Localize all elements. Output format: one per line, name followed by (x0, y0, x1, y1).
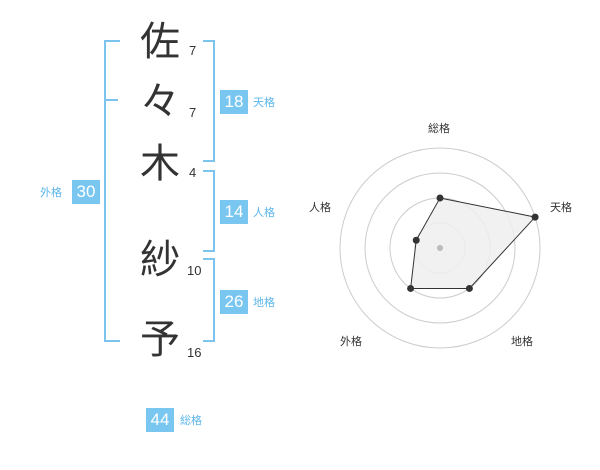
stroke-count-3: 4 (189, 165, 197, 180)
radar-label-tenkaku: 天格 (550, 201, 572, 214)
radar-points (407, 194, 539, 292)
jinkaku-label: 人格 (253, 206, 275, 219)
radar-point-1 (436, 194, 444, 202)
stroke-count-2: 7 (189, 105, 197, 120)
chikaku-score: 26 (220, 290, 248, 314)
radar-point-3 (465, 284, 473, 292)
radar-label-gaikaku: 外格 (340, 335, 362, 348)
radar-ring (339, 147, 541, 349)
radar-label-jinkaku: 人格 (309, 201, 331, 214)
stroke-count-5: 16 (187, 345, 202, 360)
chikaku-bracket (203, 258, 215, 342)
jinkaku-score: 14 (220, 200, 248, 224)
radar-polygon (410, 197, 537, 289)
radar-center-dot (437, 245, 443, 251)
tenkaku-label: 天格 (253, 96, 275, 109)
name-char-2: 々 (140, 79, 180, 125)
name-char-5: 予 (140, 317, 180, 363)
soukaku-score: 44 (146, 408, 174, 432)
chikaku-label: 地格 (253, 296, 275, 309)
radar-ring (364, 172, 516, 324)
gaikaku-bracket (104, 40, 120, 342)
radar-label-soukaku: 総格 (428, 122, 450, 135)
gaikaku-score: 30 (72, 180, 100, 204)
name-char-4: 紗 (140, 237, 180, 283)
gaikaku-bracket-tick (104, 99, 118, 101)
name-char-3: 木 (140, 141, 180, 187)
gaikaku-label: 外格 (40, 186, 62, 199)
radar-point-2 (531, 213, 539, 221)
name-char-1: 佐 (140, 19, 180, 65)
tenkaku-score: 18 (220, 90, 248, 114)
stroke-count-1: 7 (189, 43, 197, 58)
stroke-count-4: 10 (187, 263, 202, 278)
tenkaku-bracket (203, 40, 215, 162)
radar-label-chikaku: 地格 (511, 335, 533, 348)
soukaku-label: 総格 (180, 414, 202, 427)
radar-point-4 (407, 284, 415, 292)
jinkaku-bracket (203, 170, 215, 252)
radar-point-5 (412, 236, 420, 244)
